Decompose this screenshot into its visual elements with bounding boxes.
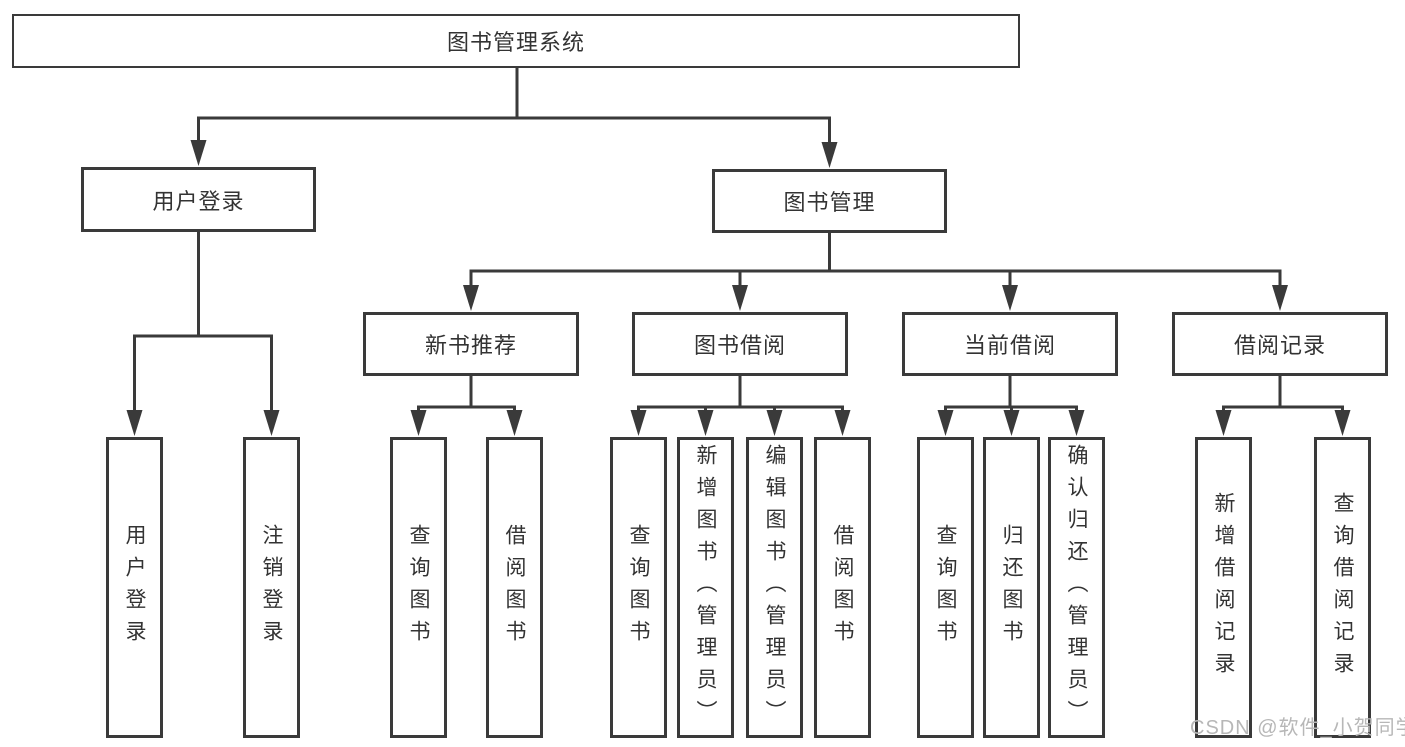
csdn-watermark: CSDN @软件_小贺同学 — [1190, 717, 1405, 739]
node-borrow-records: 借阅记录 — [1172, 312, 1388, 376]
leaf-query-books-recommend: 查询图书 — [390, 437, 447, 738]
node-current-borrowing: 当前借阅 — [902, 312, 1118, 376]
leaf-query-borrow-record: 查询借阅记录 — [1314, 437, 1371, 738]
leaf-query-books-current: 查询图书 — [917, 437, 974, 738]
node-library-management-system: 图书管理系统 — [12, 14, 1020, 68]
leaf-borrow-books: 借阅图书 — [814, 437, 871, 738]
leaf-borrow-books-recommend: 借阅图书 — [486, 437, 543, 738]
leaf-add-books-admin: 新增图书（管理员） — [677, 437, 734, 738]
node-book-borrowing: 图书借阅 — [632, 312, 848, 376]
leaf-query-books-borrow: 查询图书 — [610, 437, 667, 738]
leaf-add-borrow-record: 新增借阅记录 — [1195, 437, 1252, 738]
leaf-return-books: 归还图书 — [983, 437, 1040, 738]
node-book-management: 图书管理 — [712, 169, 947, 233]
node-new-book-recommendation: 新书推荐 — [363, 312, 579, 376]
leaf-edit-books-admin: 编辑图书（管理员） — [746, 437, 803, 738]
leaf-logout: 注销登录 — [243, 437, 300, 738]
leaf-user-login: 用户登录 — [106, 437, 163, 738]
node-user-login: 用户登录 — [81, 167, 316, 232]
arrowheads — [126, 140, 1351, 436]
leaf-confirm-return-admin: 确认归还（管理员） — [1048, 437, 1105, 738]
